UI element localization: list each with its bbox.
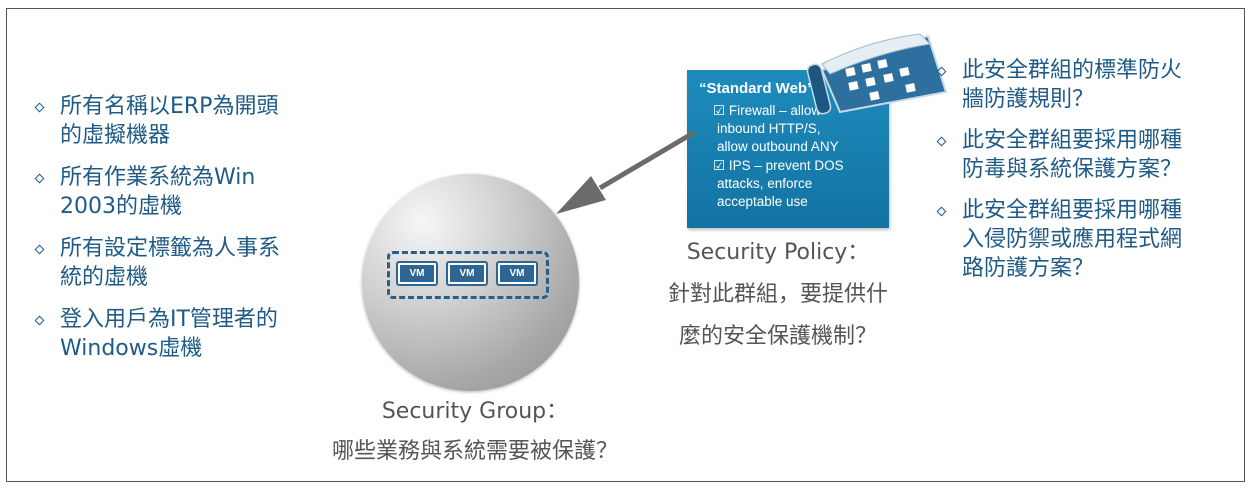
policy-question-item: 此安全群組要採用哪種防毒與系統保護方案？ (936, 126, 1242, 184)
policy-question-line: 此安全群組的標準防火 (962, 58, 1183, 83)
security-policy-question-line: 針對此群組，要提供什 (667, 282, 888, 307)
criteria-item: 登入用戶為IT管理者的 Windows虛機 (34, 305, 360, 363)
policy-card-line: ☑ IPS – prevent DOS (713, 158, 844, 173)
vm-group-outline (387, 251, 549, 299)
policy-card-line: allow outbound ANY (717, 139, 839, 154)
security-policy-question-line: 麼的安全保護機制？ (678, 324, 877, 349)
diagram-frame (6, 8, 1245, 482)
policy-question-line: 入侵防禦或應用程式網 (962, 227, 1183, 252)
criteria-item: 所有作業系統為Win 2003的虛機 (34, 163, 360, 221)
policy-question-line: 路防護方案？ (962, 256, 1095, 281)
criteria-item: 所有名稱以ERP為開頭的虛擬機器 (34, 92, 360, 150)
security-group-title: Security Group： (381, 399, 569, 424)
security-group-criteria-list: 所有名稱以ERP為開頭的虛擬機器 所有作業系統為Win 2003的虛機 所有設定標… (34, 92, 360, 376)
criteria-line: 登入用戶為IT管理者的 (60, 307, 278, 332)
security-policy-title: Security Policy： (686, 240, 870, 265)
policy-card-line: ☑ Firewall – allow (713, 103, 822, 118)
policy-question-line: 此安全群組要採用哪種 (962, 128, 1183, 153)
security-group-caption: Security Group： 哪些業務與系統需要被保護？ (290, 392, 660, 472)
criteria-line: 2003的虛機 (60, 194, 182, 219)
policy-question-line: 此安全群組要採用哪種 (962, 198, 1183, 223)
criteria-line: 的虛擬機器 (60, 123, 171, 148)
policy-card: “Standard Web” ☑ Firewall – allow inboun… (687, 70, 889, 228)
vm-label: VM (500, 265, 534, 282)
policy-question-item: 此安全群組要採用哪種入侵防禦或應用程式網路防護方案？ (936, 196, 1242, 283)
policy-card-title: “Standard Web” (699, 80, 815, 97)
criteria-line: Windows虛機 (60, 336, 203, 361)
policy-question-item: 此安全群組的標準防火牆防護規則？ (936, 56, 1242, 114)
criteria-line: 所有設定標籤為人事系 (60, 236, 281, 261)
policy-question-line: 牆防護規則？ (962, 87, 1095, 112)
vm-icon: VM (446, 261, 488, 286)
security-group-question: 哪些業務與系統需要被保護？ (331, 439, 618, 464)
vm-label: VM (450, 265, 484, 282)
criteria-line: 統的虛機 (60, 265, 149, 290)
criteria-line: 所有作業系統為Win (60, 165, 256, 190)
policy-card-line: attacks, enforce (717, 176, 813, 191)
policy-questions-list: 此安全群組的標準防火牆防護規則？ 此安全群組要採用哪種防毒與系統保護方案？ 此安… (936, 56, 1242, 295)
criteria-line: 所有名稱以ERP為開頭 (60, 94, 279, 119)
vm-icon: VM (496, 261, 538, 286)
security-policy-caption: Security Policy： 針對此群組，要提供什 麼的安全保護機制？ (628, 232, 928, 358)
vm-label: VM (400, 265, 434, 282)
policy-card-line: inbound HTTP/S, (717, 121, 821, 136)
criteria-item: 所有設定標籤為人事系統的虛機 (34, 234, 360, 292)
vm-icon: VM (396, 261, 438, 286)
policy-card-line: acceptable use (717, 194, 808, 209)
policy-question-line: 防毒與系統保護方案？ (962, 157, 1183, 182)
